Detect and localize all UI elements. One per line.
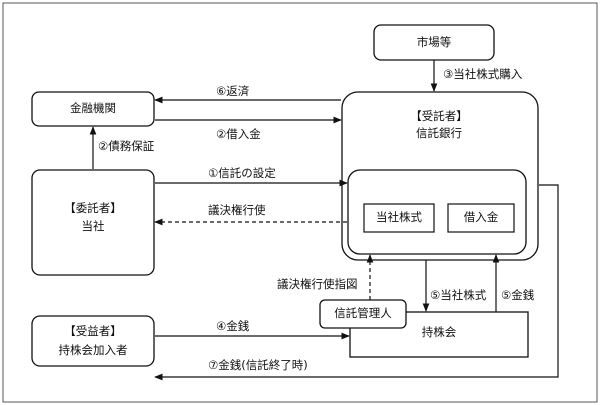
- esop-box: [349, 311, 529, 358]
- esop-label: 持株会: [421, 325, 457, 339]
- bank-label: 金融機関: [70, 101, 116, 115]
- trust-assets-box: [347, 169, 527, 255]
- termination-cash-arrow: [154, 184, 559, 381]
- beneficiary-box: [31, 315, 155, 367]
- cash-to-trust-flow-label: ⑤金銭: [501, 288, 535, 302]
- trustee-role-label: 【受託者】: [410, 109, 468, 123]
- trustee-name-label: 信託銀行: [416, 126, 462, 140]
- trust-setting-flow-label: ①信託の設定: [208, 166, 276, 180]
- trust-manager-label: 信託管理人: [334, 306, 392, 320]
- trustee-box: [341, 91, 539, 261]
- voting-flow-label: 議決権行使: [208, 203, 266, 217]
- settlor-box: [31, 169, 155, 276]
- market-label: 市場等: [416, 35, 452, 49]
- termination-cash-flow-label: ⑦金銭(信託終了時): [208, 358, 308, 372]
- loan-flow-label: ②借入金: [216, 127, 261, 141]
- borrowing-label: 借入金: [463, 210, 499, 224]
- cash-to-esop-flow-label: ④金銭: [216, 319, 250, 333]
- settlor-role-label: 【委託者】: [64, 201, 122, 215]
- borrowing-box: [447, 203, 515, 233]
- company-stock-label: 当社株式: [376, 210, 422, 224]
- guarantee-flow-label: ②債務保証: [98, 139, 155, 153]
- settlor-name-label: 当社: [81, 219, 105, 233]
- purchase-flow-label: ③当社株式購入: [443, 67, 523, 81]
- voting-instruction-flow-label: 議決権行使指図: [277, 277, 358, 291]
- stock-transfer-flow-label: ⑤当社株式: [430, 288, 487, 302]
- bank-box: [31, 91, 155, 127]
- repay-flow-label: ⑥返済: [216, 84, 250, 98]
- company-stock-box: [363, 203, 435, 233]
- beneficiary-role-label: 【受益者】: [64, 324, 122, 338]
- trust-manager-box: [319, 299, 407, 329]
- beneficiary-name-label: 持株会加入者: [58, 343, 128, 357]
